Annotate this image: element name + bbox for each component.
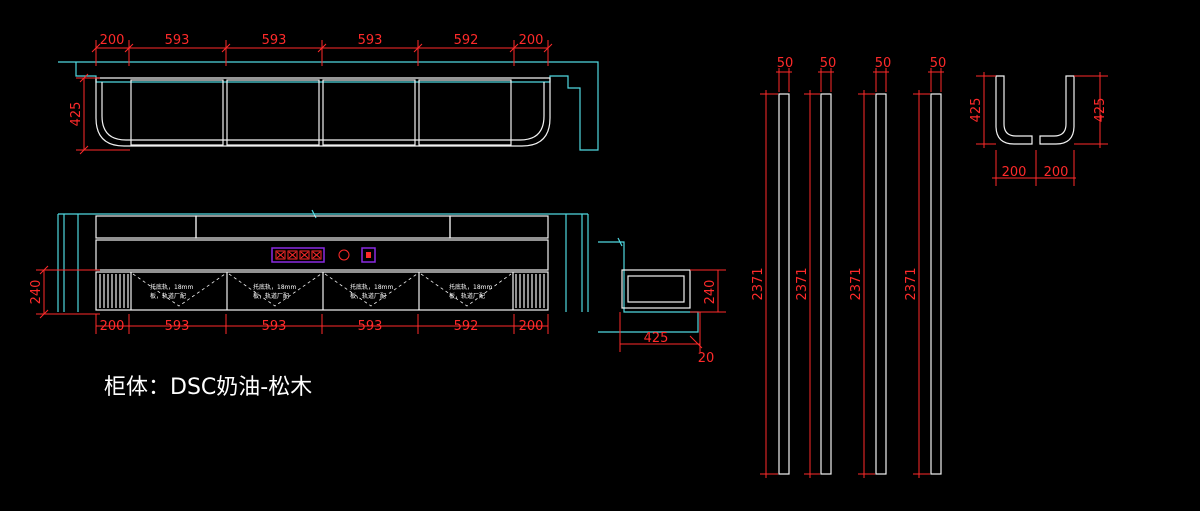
strip-width-2: 50	[820, 56, 837, 71]
drawing-title: 柜体：DSC奶油-松木	[104, 375, 312, 400]
plan-width-5: 592	[454, 33, 479, 48]
vent-right	[515, 274, 545, 308]
plan-width-1: 200	[100, 33, 125, 48]
strip-width-3: 50	[875, 56, 892, 71]
drawer-note-3a: 托底轨，18mm	[350, 283, 393, 291]
drawer-note-2a: 托底轨，18mm	[253, 283, 296, 291]
drawer-note-4b: 板，轨道厂配	[449, 292, 485, 300]
plan-width-2: 593	[165, 33, 190, 48]
drawer-note-3b: 板，轨道厂配	[350, 292, 386, 300]
control-panel	[95, 239, 549, 271]
vent-left	[99, 274, 129, 308]
plan-cell-4	[418, 79, 512, 146]
plan-cell-1	[130, 79, 224, 146]
drawer-note-1b: 板，轨道厂配	[150, 292, 186, 300]
plan-width-3: 593	[262, 33, 287, 48]
strip-3	[875, 93, 887, 475]
elev-width-3: 593	[262, 319, 287, 334]
strip-4	[930, 93, 942, 475]
bend-height-right: 425	[1093, 98, 1108, 123]
plan-cell-2	[226, 79, 320, 146]
plan-view: 200 593 593 593 592 200 425	[58, 33, 599, 155]
strip-width-1: 50	[777, 56, 794, 71]
elev-height: 240	[29, 280, 44, 305]
strip-length-2: 2371	[795, 267, 810, 300]
plan-outline	[58, 61, 599, 151]
section-offset: 20	[698, 351, 715, 366]
plan-width-6: 200	[519, 33, 544, 48]
drawer-note-4a: 托底轨，18mm	[449, 283, 492, 291]
bend-pieces: 425 425 200 200	[969, 72, 1108, 186]
strip-width-4: 50	[930, 56, 947, 71]
drawer-note-1a: 托底轨，18mm	[150, 283, 193, 291]
bend-piece-right	[1039, 75, 1075, 145]
bend-height-left: 425	[969, 98, 984, 123]
strips: 50 50 50 50 2371 2371 2371 2371	[751, 56, 946, 478]
bend-piece-left	[995, 75, 1033, 145]
strip-length-1: 2371	[751, 267, 766, 300]
section-view: 240 425 20	[598, 237, 726, 366]
plan-depth: 425	[69, 102, 84, 127]
elev-width-4: 593	[358, 319, 383, 334]
socket-panel	[271, 247, 325, 263]
drawer-note-2b: 板，轨道厂配	[253, 292, 289, 300]
bend-width-right: 200	[1044, 165, 1069, 180]
elevation-view: 托底轨，18mm 板，轨道厂配 托底轨，18mm 板，轨道厂配 托底轨，18mm…	[29, 209, 589, 334]
elev-width-1: 200	[100, 319, 125, 334]
strip-1	[778, 93, 790, 475]
knob-icon	[338, 249, 350, 261]
plan-cell-3	[322, 79, 416, 146]
elev-width-6: 200	[519, 319, 544, 334]
bend-width-left: 200	[1002, 165, 1027, 180]
plan-counter	[95, 77, 551, 147]
strip-length-3: 2371	[849, 267, 864, 300]
section-height: 240	[703, 280, 718, 305]
switch-icon	[361, 247, 376, 263]
elev-width-2: 593	[165, 319, 190, 334]
elev-width-5: 592	[454, 319, 479, 334]
section-depth: 425	[644, 331, 669, 346]
strip-2	[820, 93, 832, 475]
strip-length-4: 2371	[904, 267, 919, 300]
plan-width-4: 593	[358, 33, 383, 48]
